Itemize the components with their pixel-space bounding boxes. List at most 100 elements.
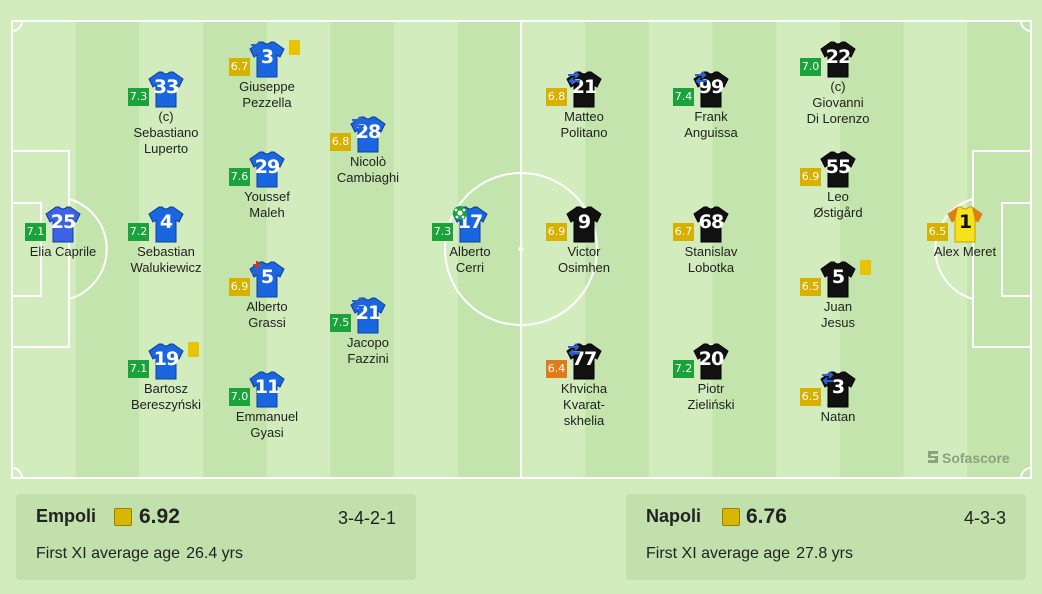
corner-arc	[11, 20, 23, 32]
player-name-line: Giuseppe	[239, 79, 295, 94]
sofascore-logo-icon	[928, 451, 938, 463]
player-rating-badge: 6.8	[546, 88, 567, 106]
player-name-line: Emmanuel	[235, 409, 299, 424]
player-name-line: Di Lorenzo	[806, 111, 870, 126]
age-value: 27.8 yrs	[796, 545, 853, 562]
away-team-name[interactable]: Napoli	[646, 506, 702, 526]
player-rating-badge: 6.5	[800, 278, 821, 296]
player-name-line: Piotr	[697, 381, 725, 396]
player-name-line: Politano	[560, 125, 608, 140]
player-rating-badge: 6.9	[800, 168, 821, 186]
player-rating-badge: 7.4	[673, 88, 694, 106]
player-name-line: Bereszyński	[130, 397, 202, 412]
goal-area-left	[11, 202, 42, 297]
player-name-line: Youssef	[244, 189, 290, 204]
player-rating-badge: 7.1	[128, 360, 149, 378]
player-name-line: Alex Meret	[933, 244, 997, 259]
shirt-number: 5	[260, 266, 274, 288]
player-rating-badge: 6.7	[229, 58, 250, 76]
goal-area-right	[1001, 202, 1032, 297]
substitution-icon	[352, 297, 364, 311]
player-rating-badge: 6.9	[229, 278, 250, 296]
brand-label: Sofascore	[942, 450, 1010, 466]
player-name-line: Kvarat-	[563, 397, 605, 412]
age-value: 26.4 yrs	[186, 545, 243, 562]
player-name-line: Elia Caprile	[29, 244, 97, 259]
player-rating-badge: 6.9	[546, 223, 567, 241]
home-team-panel: Empoli 6.92 3-4-2-1 First XI average age…	[16, 494, 416, 580]
shirt-number: 22	[825, 46, 851, 68]
player-name-line: Matteo	[564, 109, 604, 124]
player-rating-badge: 6.8	[330, 133, 351, 151]
shirt-number: 55	[825, 156, 851, 178]
pitch-stripe	[839, 21, 904, 478]
player-rating-badge: 7.6	[229, 168, 250, 186]
player-name-line: Luperto	[143, 141, 189, 156]
corner-arc	[11, 467, 23, 479]
player-name-line: Alberto	[246, 299, 288, 314]
corner-arc	[1020, 20, 1032, 32]
player-rating-badge: 6.5	[800, 388, 821, 406]
player-name-line: Sebastian	[137, 244, 195, 259]
substitution-icon	[695, 71, 707, 85]
player-rating-badge: 7.2	[673, 360, 694, 378]
shirt-number: 68	[698, 211, 724, 233]
player-rating-badge: 7.0	[800, 58, 821, 76]
sofascore-brand[interactable]: Sofascore	[926, 449, 1010, 467]
player-rating-badge: 6.5	[927, 223, 948, 241]
pitch-stripe	[585, 21, 649, 478]
player-rating-badge: 6.7	[673, 223, 694, 241]
player-name-line: Jesus	[821, 315, 855, 330]
player-name-line: Maleh	[249, 205, 285, 220]
corner-arc	[1020, 467, 1032, 479]
player-name-line: Walukiewicz	[130, 260, 202, 275]
player-name-line: Østigård	[813, 205, 863, 220]
pitch-stripe	[712, 21, 777, 478]
player-name-line: Bartosz	[143, 381, 189, 396]
home-team-name[interactable]: Empoli	[36, 506, 97, 526]
player-name-line: Cerri	[455, 260, 485, 275]
shirt-number: 33	[153, 76, 179, 98]
player-name-line: Alberto	[449, 244, 491, 259]
away-team-rating: 6.76	[746, 505, 787, 528]
pitch-stripe	[330, 21, 395, 478]
player-name-line: Osimhen	[557, 260, 611, 275]
player-name-line: Gyasi	[250, 425, 284, 440]
pitch-stripe	[967, 21, 1031, 478]
